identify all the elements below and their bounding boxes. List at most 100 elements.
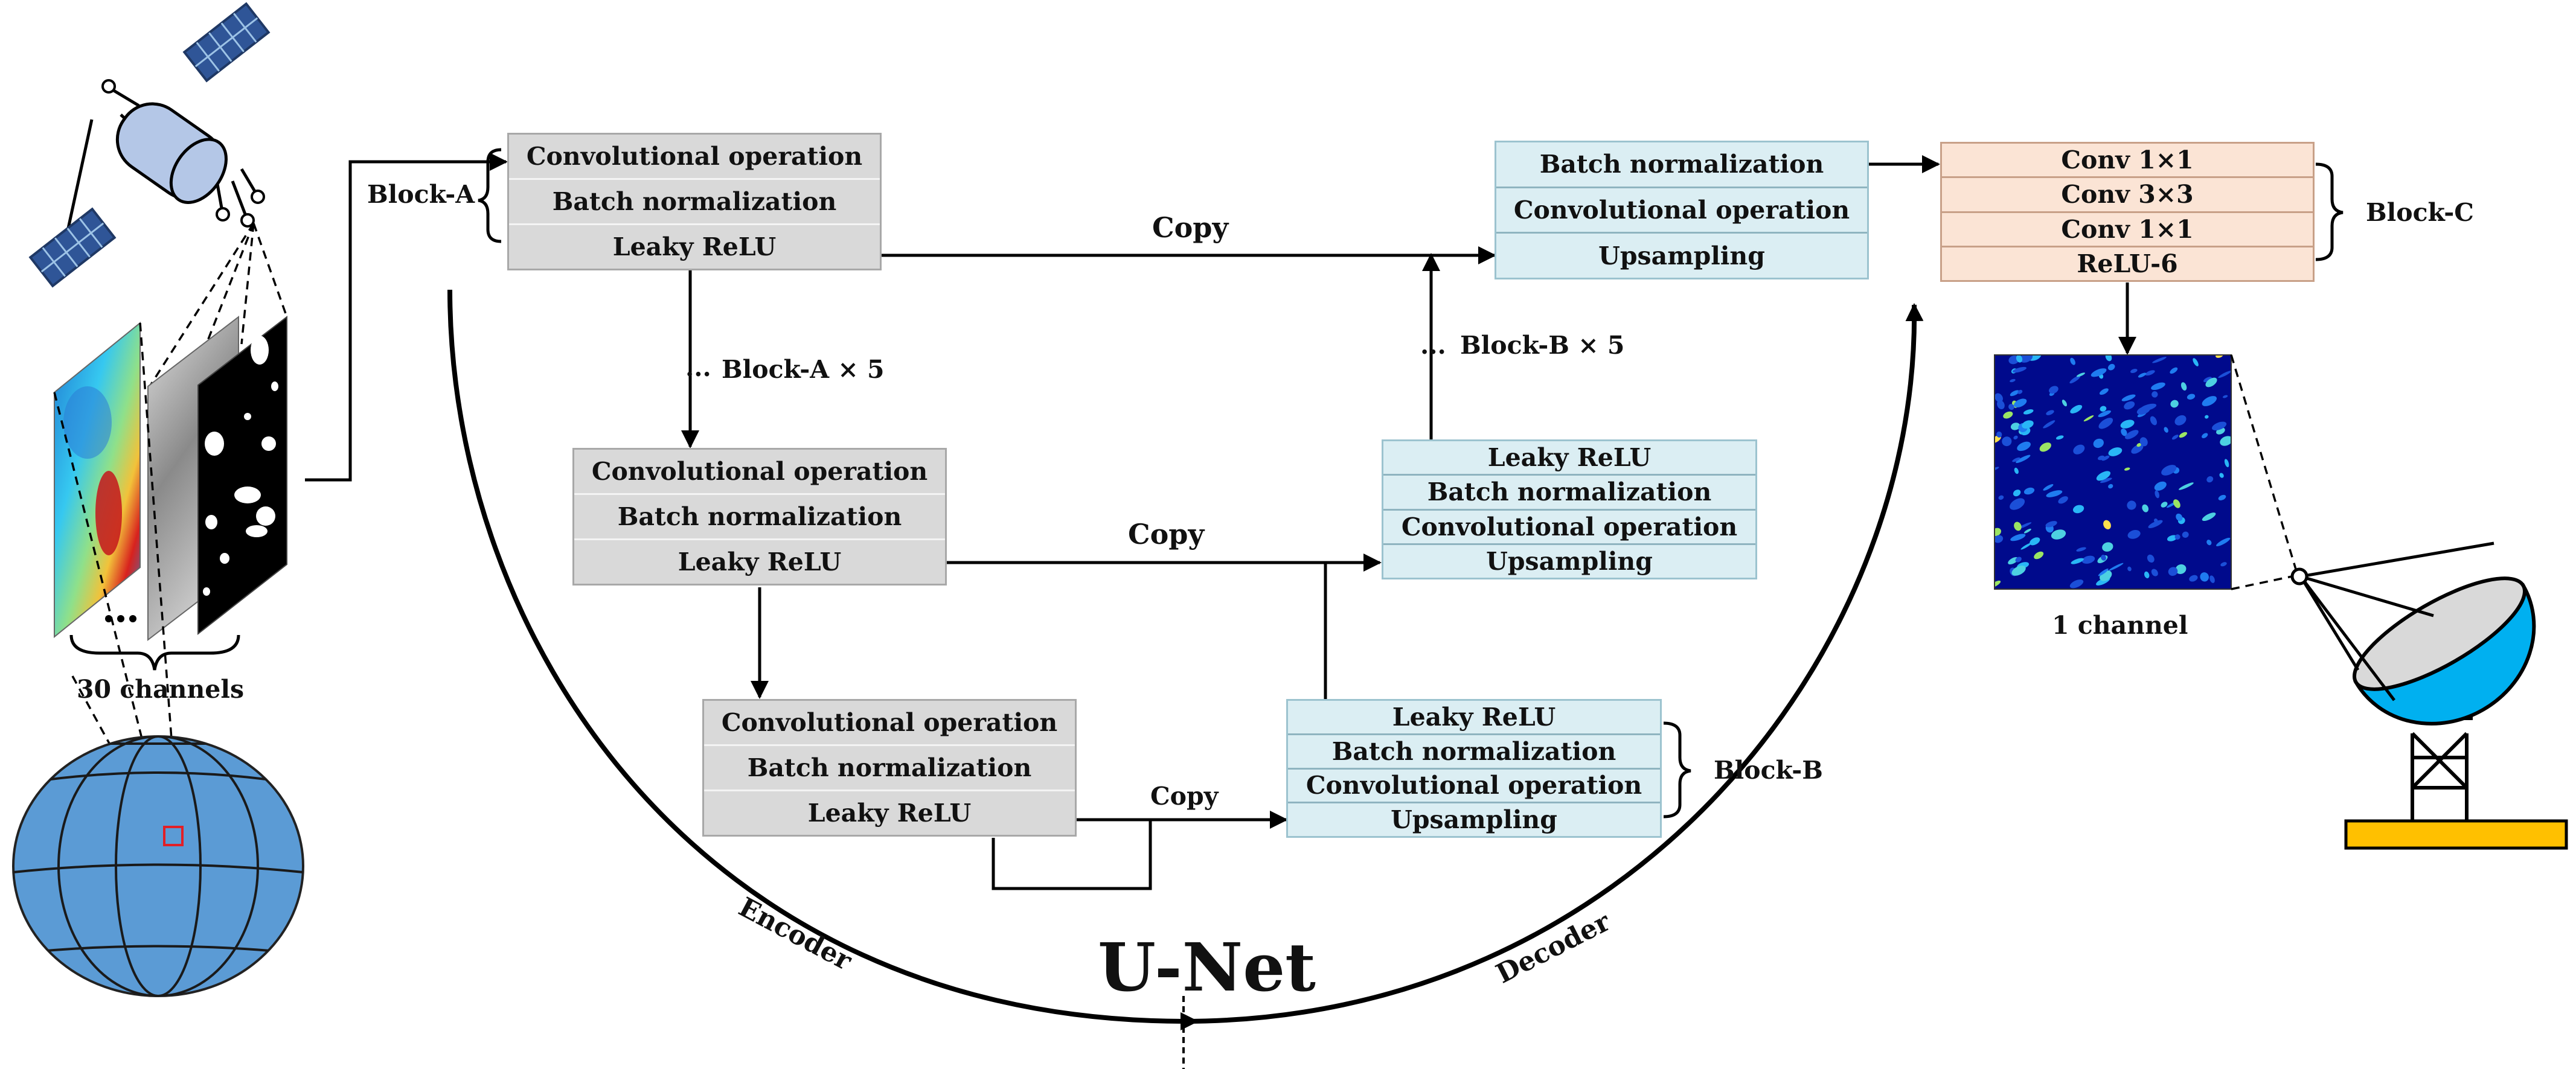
- encoder-label: Encoder: [733, 892, 857, 977]
- precip-cell: [2167, 535, 2177, 541]
- precip-cell: [2206, 476, 2214, 483]
- precip-cell: [2030, 537, 2040, 546]
- precip-cell: [2023, 487, 2035, 495]
- channels-brace: [69, 634, 240, 671]
- precip-cell: [2014, 522, 2022, 531]
- precip-cell: [2216, 537, 2231, 546]
- precip-cell: [2174, 415, 2187, 426]
- precip-cell: [2020, 543, 2032, 550]
- precip-cell: [2076, 372, 2085, 377]
- globe-icon: [12, 735, 304, 997]
- precip-cell: [2161, 502, 2168, 508]
- precip-cell: [2175, 564, 2187, 574]
- precip-cell: [2222, 395, 2228, 398]
- precip-cell: [2206, 540, 2212, 546]
- block-a-label: Block-A: [367, 180, 475, 209]
- precip-cell: [2070, 357, 2075, 365]
- precip-cell: [2073, 444, 2085, 455]
- precip-cell: [2212, 421, 2227, 431]
- more-channels-dot: [129, 615, 136, 622]
- precip-cell: [2100, 406, 2107, 412]
- input-channels-label: 30 channels: [77, 675, 245, 704]
- connections: [305, 153, 2136, 890]
- precip-cell: [2171, 435, 2179, 440]
- precip-cell: [2144, 571, 2150, 579]
- precip-cell: [2205, 377, 2217, 388]
- precip-cell: [2008, 404, 2014, 410]
- copy-label-low: Copy: [1150, 782, 1219, 811]
- precip-cell: [1994, 528, 2001, 537]
- ellipsis-b: ...: [1420, 331, 1446, 360]
- precip-cell: [2138, 372, 2147, 378]
- arc-midpoint-arrow: [1181, 1012, 1199, 1030]
- braces: [478, 148, 2344, 819]
- precip-cell: [2202, 396, 2217, 406]
- precip-cell: [2100, 477, 2112, 483]
- layer-conv: Convolutional operation: [526, 142, 863, 171]
- block-b-repeat-label: Block-B × 5: [1460, 331, 1625, 360]
- precip-cell: [2010, 390, 2019, 397]
- precip-cell: [2150, 416, 2158, 426]
- satellite-icon: [28, 2, 271, 288]
- precip-cell: [2193, 358, 2199, 366]
- radar-beam: [2230, 354, 2299, 590]
- precip-cell: [2155, 490, 2159, 499]
- sensor-beam: [149, 223, 288, 387]
- precip-cell: [2034, 551, 2044, 560]
- precip-cell: [2170, 367, 2178, 374]
- precip-cell: [2022, 420, 2034, 429]
- precip-cell: [2180, 382, 2187, 391]
- layer-conv-3x3: Conv 3×3: [1942, 176, 2313, 211]
- precip-cell: [2176, 513, 2183, 521]
- precip-cell: [2220, 562, 2227, 567]
- precip-cell: [2076, 547, 2086, 552]
- precip-cell: [2062, 400, 2067, 407]
- layer-leaky-relu: Leaky ReLU: [704, 790, 1075, 835]
- precip-cell: [2179, 482, 2194, 490]
- precip-cell: [2069, 375, 2081, 384]
- precip-cell: [2012, 366, 2027, 373]
- precip-cell: [2218, 371, 2231, 378]
- precip-cell: [2152, 357, 2167, 363]
- precip-cell: [2070, 404, 2083, 413]
- precip-cell: [2055, 435, 2064, 440]
- precip-cell: [2139, 437, 2148, 447]
- layer-leaky-relu: Leaky ReLU: [574, 538, 945, 584]
- precip-cell: [2147, 554, 2155, 563]
- block-c-label: Block-C: [2366, 198, 2474, 227]
- precip-cell: [2151, 569, 2158, 576]
- decoder-label: Decoder: [1491, 906, 1615, 990]
- precip-cell: [2014, 398, 2027, 407]
- precip-cell: [2071, 558, 2084, 564]
- copy-label-mid: Copy: [1128, 518, 1205, 550]
- precip-cell: [2189, 575, 2198, 582]
- precip-cell: [2154, 481, 2167, 491]
- precip-cell: [2182, 531, 2189, 538]
- precip-cell: [2014, 467, 2019, 474]
- precip-cell: [2093, 438, 2104, 448]
- layer-conv-1x1: Conv 1×1: [2061, 145, 2194, 175]
- precip-cell: [2017, 389, 2023, 394]
- layer-upsampling: Upsampling: [1383, 543, 1755, 578]
- decoder-block-2: Leaky ReLU Batch normalization Convoluti…: [1382, 439, 1757, 579]
- precip-cell: [2203, 377, 2212, 383]
- layer-leaky-relu: Leaky ReLU: [1487, 443, 1652, 473]
- precip-cell: [2003, 411, 2013, 419]
- precip-cell: [2202, 433, 2208, 439]
- precip-cell: [2043, 484, 2054, 491]
- precip-cell: [1994, 535, 2004, 543]
- encoder-block-1: Convolutional operation Batch normalizat…: [507, 133, 882, 270]
- precip-cell: [2224, 459, 2229, 468]
- precip-cell: [2043, 420, 2055, 429]
- precip-cell: [2049, 386, 2059, 394]
- output-block: Conv 1×1 Conv 3×3 Conv 1×1 ReLU-6: [1940, 142, 2315, 282]
- ellipsis-a: ...: [685, 353, 711, 382]
- diagram-title: U-Net: [1098, 928, 1316, 1006]
- layer-leaky-relu: Leaky ReLU: [509, 223, 880, 269]
- precip-cell: [2108, 447, 2123, 456]
- precip-cell: [2127, 530, 2141, 539]
- precip-cell: [2164, 427, 2168, 433]
- precip-cell: [2142, 504, 2149, 512]
- precip-cell: [2107, 363, 2115, 371]
- precip-cell: [2039, 442, 2051, 452]
